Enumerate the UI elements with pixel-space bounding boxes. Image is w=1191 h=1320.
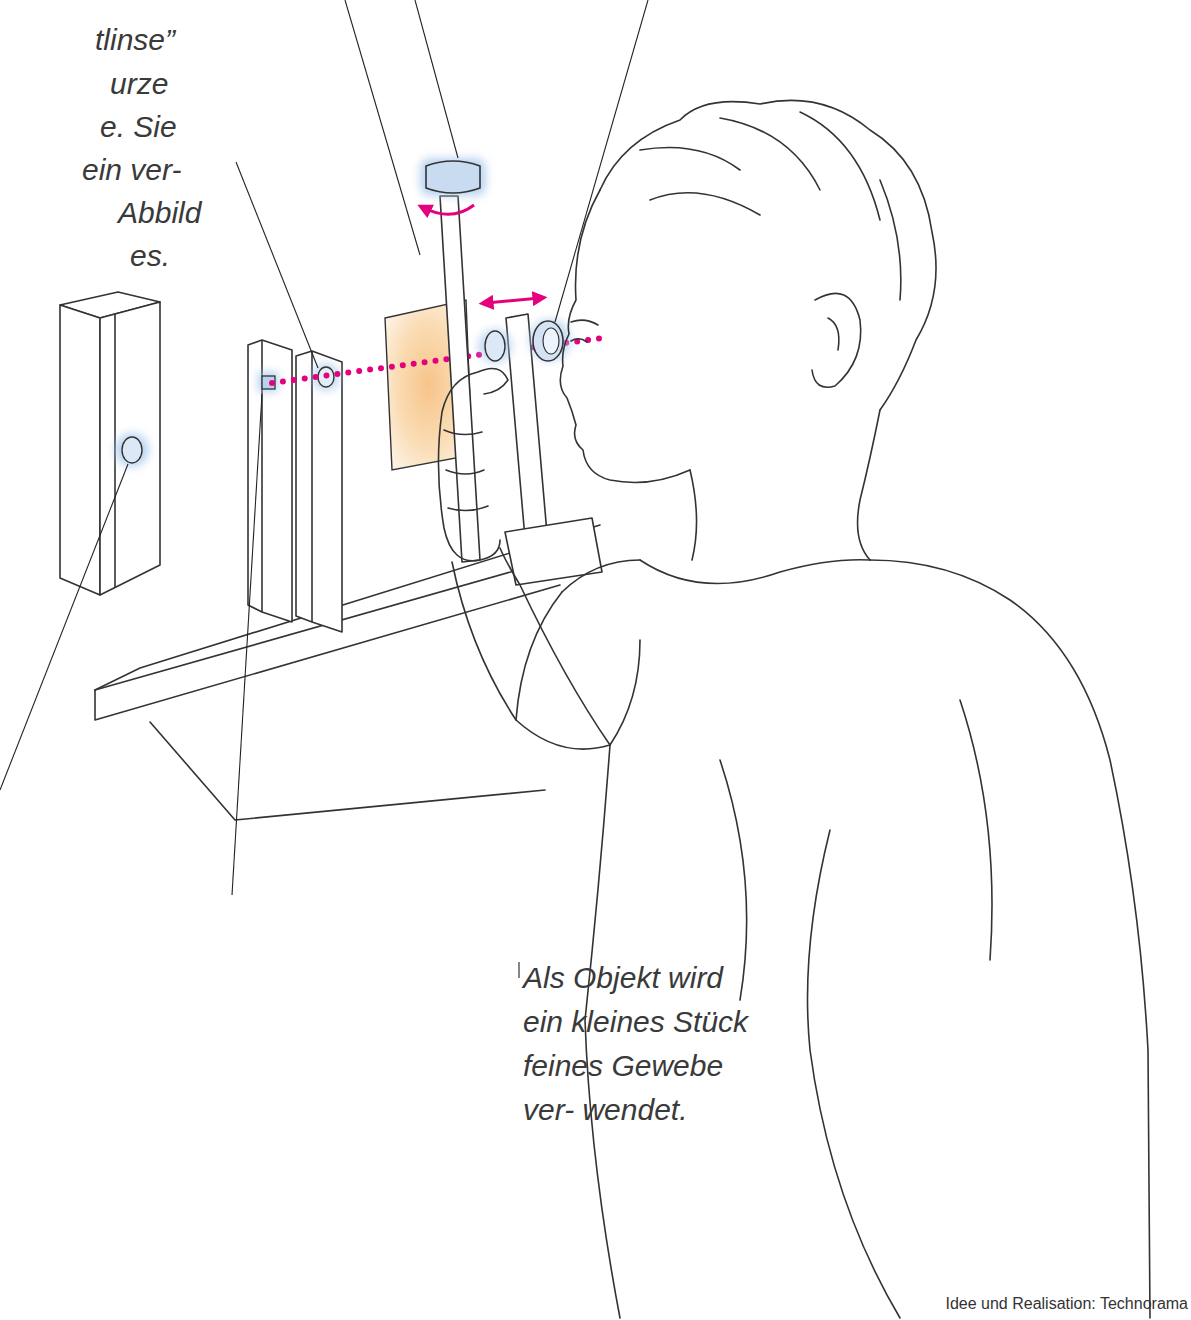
hair-strokes [640, 112, 901, 300]
focus-knob [426, 161, 480, 193]
turn-arrow [424, 205, 474, 214]
light-box-side [100, 302, 160, 595]
slide-arrow [486, 298, 540, 303]
hair [600, 100, 936, 410]
shirt-fold [720, 700, 992, 1000]
eyepiece-lens-glow [478, 329, 512, 363]
eyebrow [571, 320, 598, 325]
leader-line [236, 162, 318, 368]
leader-line [232, 394, 262, 895]
table-edge [150, 722, 545, 820]
callout-text: e. Sie [100, 105, 177, 149]
knob-glow [420, 158, 486, 196]
leader-tick [518, 962, 519, 978]
lamp-lens [122, 437, 142, 463]
callout-text: Abbild [118, 191, 201, 235]
eye [571, 339, 587, 342]
leader-line [345, 0, 420, 255]
field-lens [485, 331, 505, 361]
callout-text: urze [110, 62, 168, 106]
neck [690, 410, 880, 560]
callout-text: ein ver- [82, 148, 182, 192]
collar [640, 560, 870, 584]
face-profile [560, 190, 690, 482]
other-arm [808, 830, 901, 1318]
shirt-back [870, 560, 1150, 1318]
credit-note: Idee und Realisation: Technorama [945, 1294, 1188, 1314]
shirt-front [562, 560, 640, 1318]
callout-text: tlinse” [95, 18, 175, 62]
lamp-lens-glow [115, 433, 149, 467]
focus-rod [440, 196, 480, 562]
leader-line [415, 0, 458, 158]
callout-text: es. [130, 234, 170, 278]
leader-line [555, 0, 648, 322]
lens-holder-edge [311, 351, 313, 622]
forearm [452, 548, 610, 745]
post-base [505, 518, 602, 585]
ocular-lens [543, 328, 559, 354]
ocular-ring [533, 321, 563, 361]
ocular-glow [529, 319, 571, 361]
object-glow [258, 372, 278, 392]
leader-line [0, 464, 128, 790]
ear [812, 293, 861, 387]
lens-holder [296, 351, 342, 632]
callout-text: Als Objekt wird ein kleines Stück feines… [523, 956, 751, 1132]
hand [438, 368, 508, 560]
